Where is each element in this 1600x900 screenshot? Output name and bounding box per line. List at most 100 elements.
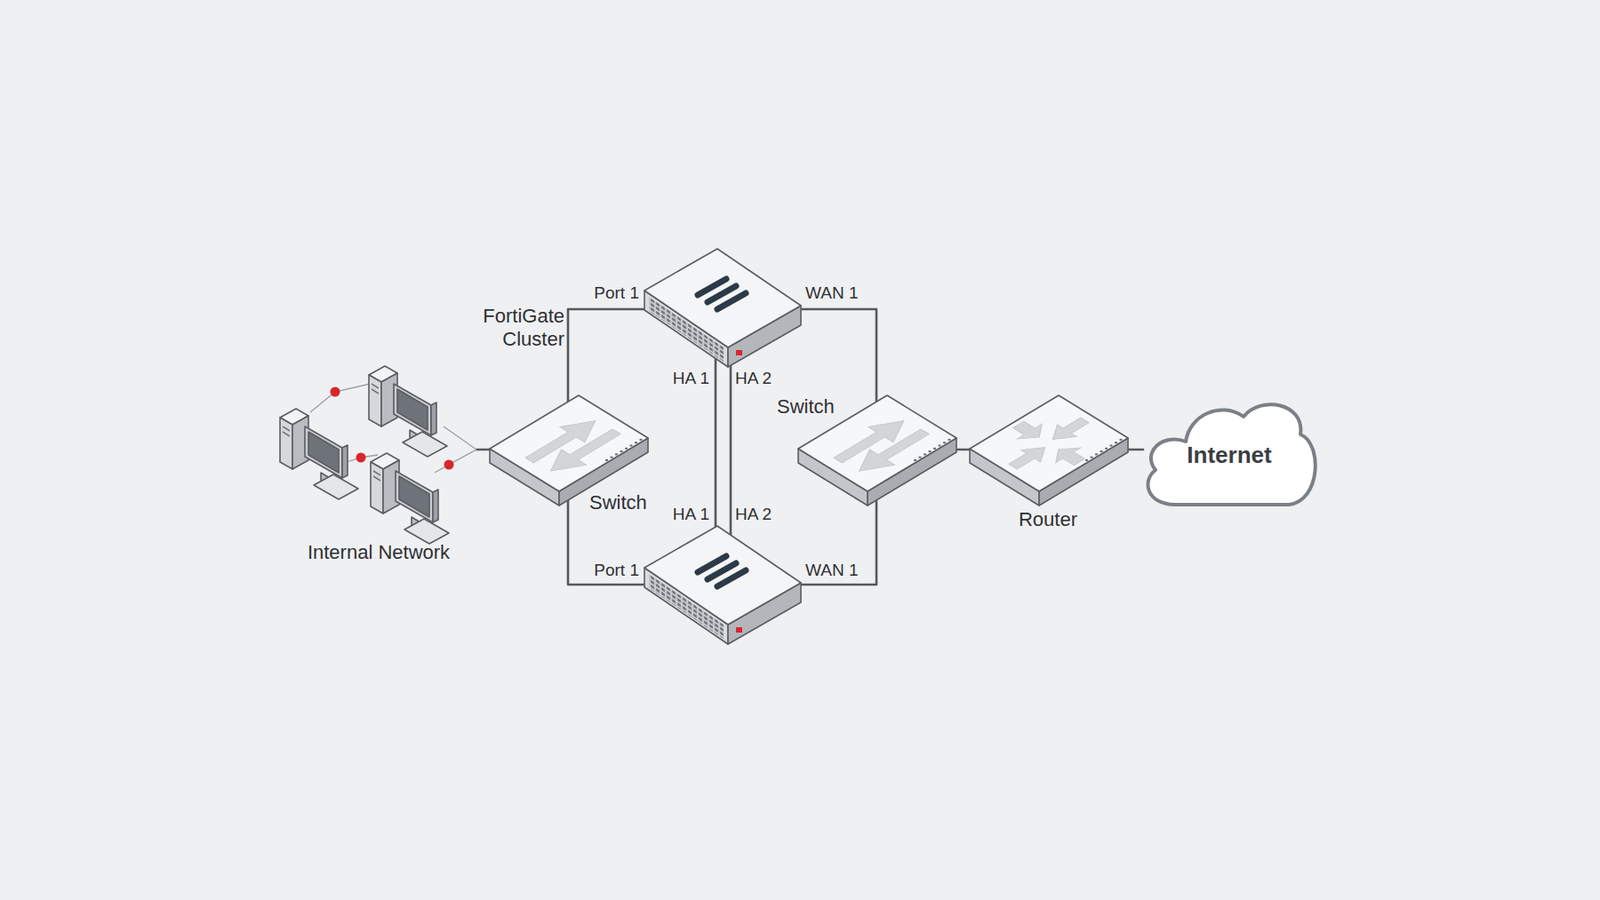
node-label: HA 2 — [735, 504, 772, 525]
slab-top-face — [489, 395, 648, 492]
network-cable — [568, 309, 648, 403]
drive-slot — [373, 476, 381, 481]
node-label: WAN 1 — [805, 283, 858, 304]
tower-front — [370, 462, 384, 514]
internet-cloud: Internet — [1139, 393, 1320, 509]
port-dot — [1104, 448, 1108, 450]
port-dot — [1090, 456, 1094, 459]
node-label: HA 1 — [672, 368, 710, 389]
monitor-bezel — [395, 471, 433, 523]
monitor-side — [342, 445, 348, 479]
tower-front — [280, 417, 293, 470]
monitor-screen — [399, 476, 430, 518]
device-top-face — [644, 526, 801, 625]
port-dot — [1110, 445, 1113, 448]
arrow-symbol — [847, 424, 938, 480]
arrow-symbol — [538, 424, 630, 480]
keyboard — [404, 519, 449, 544]
computer-icon — [280, 408, 359, 500]
slab-arrows — [825, 412, 938, 480]
keyboard — [402, 432, 448, 457]
drive-slot — [282, 426, 290, 432]
internal-network: Internal Network — [278, 359, 477, 541]
status-led — [736, 350, 743, 356]
fortigate-unit: HA 1HA 2Port 1WAN 1 — [644, 526, 801, 645]
port-dot — [1114, 441, 1118, 444]
router-art — [969, 395, 1127, 506]
node-label: Port 1 — [593, 560, 640, 581]
arrow-symbol — [1006, 416, 1052, 445]
device-top-face — [644, 248, 801, 348]
port-dot — [610, 456, 614, 459]
port-dot — [948, 439, 952, 441]
port-dot — [630, 445, 633, 448]
computer-icon — [368, 366, 448, 457]
node-label: HA 1 — [672, 504, 710, 525]
network-cable — [714, 349, 718, 532]
arrow-symbol — [1003, 441, 1056, 473]
port-dot — [1095, 453, 1098, 456]
logo-bar — [717, 570, 746, 587]
arrow-symbol — [1043, 414, 1096, 446]
slab-arrows — [517, 412, 630, 480]
monitor-side — [431, 402, 437, 436]
port-dot — [615, 453, 618, 456]
fortigate-unit: Port 1WAN 1HA 1HA 2 — [644, 248, 801, 368]
node-label: WAN 1 — [805, 560, 858, 581]
monitor-screen — [397, 389, 428, 431]
port-dot — [943, 441, 946, 444]
status-led — [736, 627, 743, 633]
router: Router — [969, 395, 1127, 506]
node-label: HA 2 — [735, 368, 772, 389]
arrow-symbol — [1046, 441, 1092, 470]
cloud-outline — [1147, 404, 1315, 505]
port-dot — [640, 439, 643, 441]
switch: Switch — [489, 395, 648, 506]
keyboard — [313, 474, 359, 500]
monitor-side — [432, 489, 439, 523]
monitor-screen — [308, 432, 339, 473]
monitor-bezel — [304, 426, 343, 479]
port-dot — [919, 456, 922, 459]
port-dot — [1085, 459, 1088, 462]
computer-icon — [370, 453, 449, 544]
network-cable — [729, 354, 733, 537]
drive-slot — [373, 471, 381, 476]
link-dot — [356, 453, 367, 464]
port-dot — [624, 448, 628, 450]
monitor-bezel — [393, 384, 432, 436]
node-label: Switch — [776, 395, 835, 418]
network-cable — [798, 309, 877, 403]
port-dot — [933, 448, 936, 450]
port-dot — [605, 459, 608, 462]
network-cable — [798, 500, 877, 585]
port-dot — [923, 453, 927, 456]
switch-art — [489, 395, 648, 506]
port-dot — [1120, 439, 1123, 441]
drive-slot — [371, 384, 379, 389]
network-link — [443, 426, 477, 450]
port-dot — [634, 441, 638, 444]
port-dot — [938, 445, 942, 448]
switch: Switch — [798, 395, 957, 506]
port-dot — [928, 450, 932, 453]
slab-top-face — [969, 395, 1128, 492]
fortigate-unit-art — [644, 526, 801, 645]
fortigate-unit-art — [644, 248, 801, 368]
internal-network-art — [278, 359, 477, 541]
logo-bar — [717, 293, 746, 310]
node-label: Internal Network — [307, 541, 450, 564]
network-link — [310, 382, 378, 413]
node-label: Internet — [1186, 442, 1272, 470]
drive-slot — [282, 432, 290, 437]
node-label: Port 1 — [593, 283, 640, 304]
node-label: Router — [1018, 508, 1078, 531]
node-label: Switch — [589, 491, 648, 514]
link-dot — [444, 460, 455, 471]
network-link — [434, 449, 477, 473]
port-dot — [913, 459, 917, 462]
tower-front — [368, 375, 382, 427]
slab-arrows — [981, 402, 1118, 486]
port-dot — [1100, 450, 1104, 453]
